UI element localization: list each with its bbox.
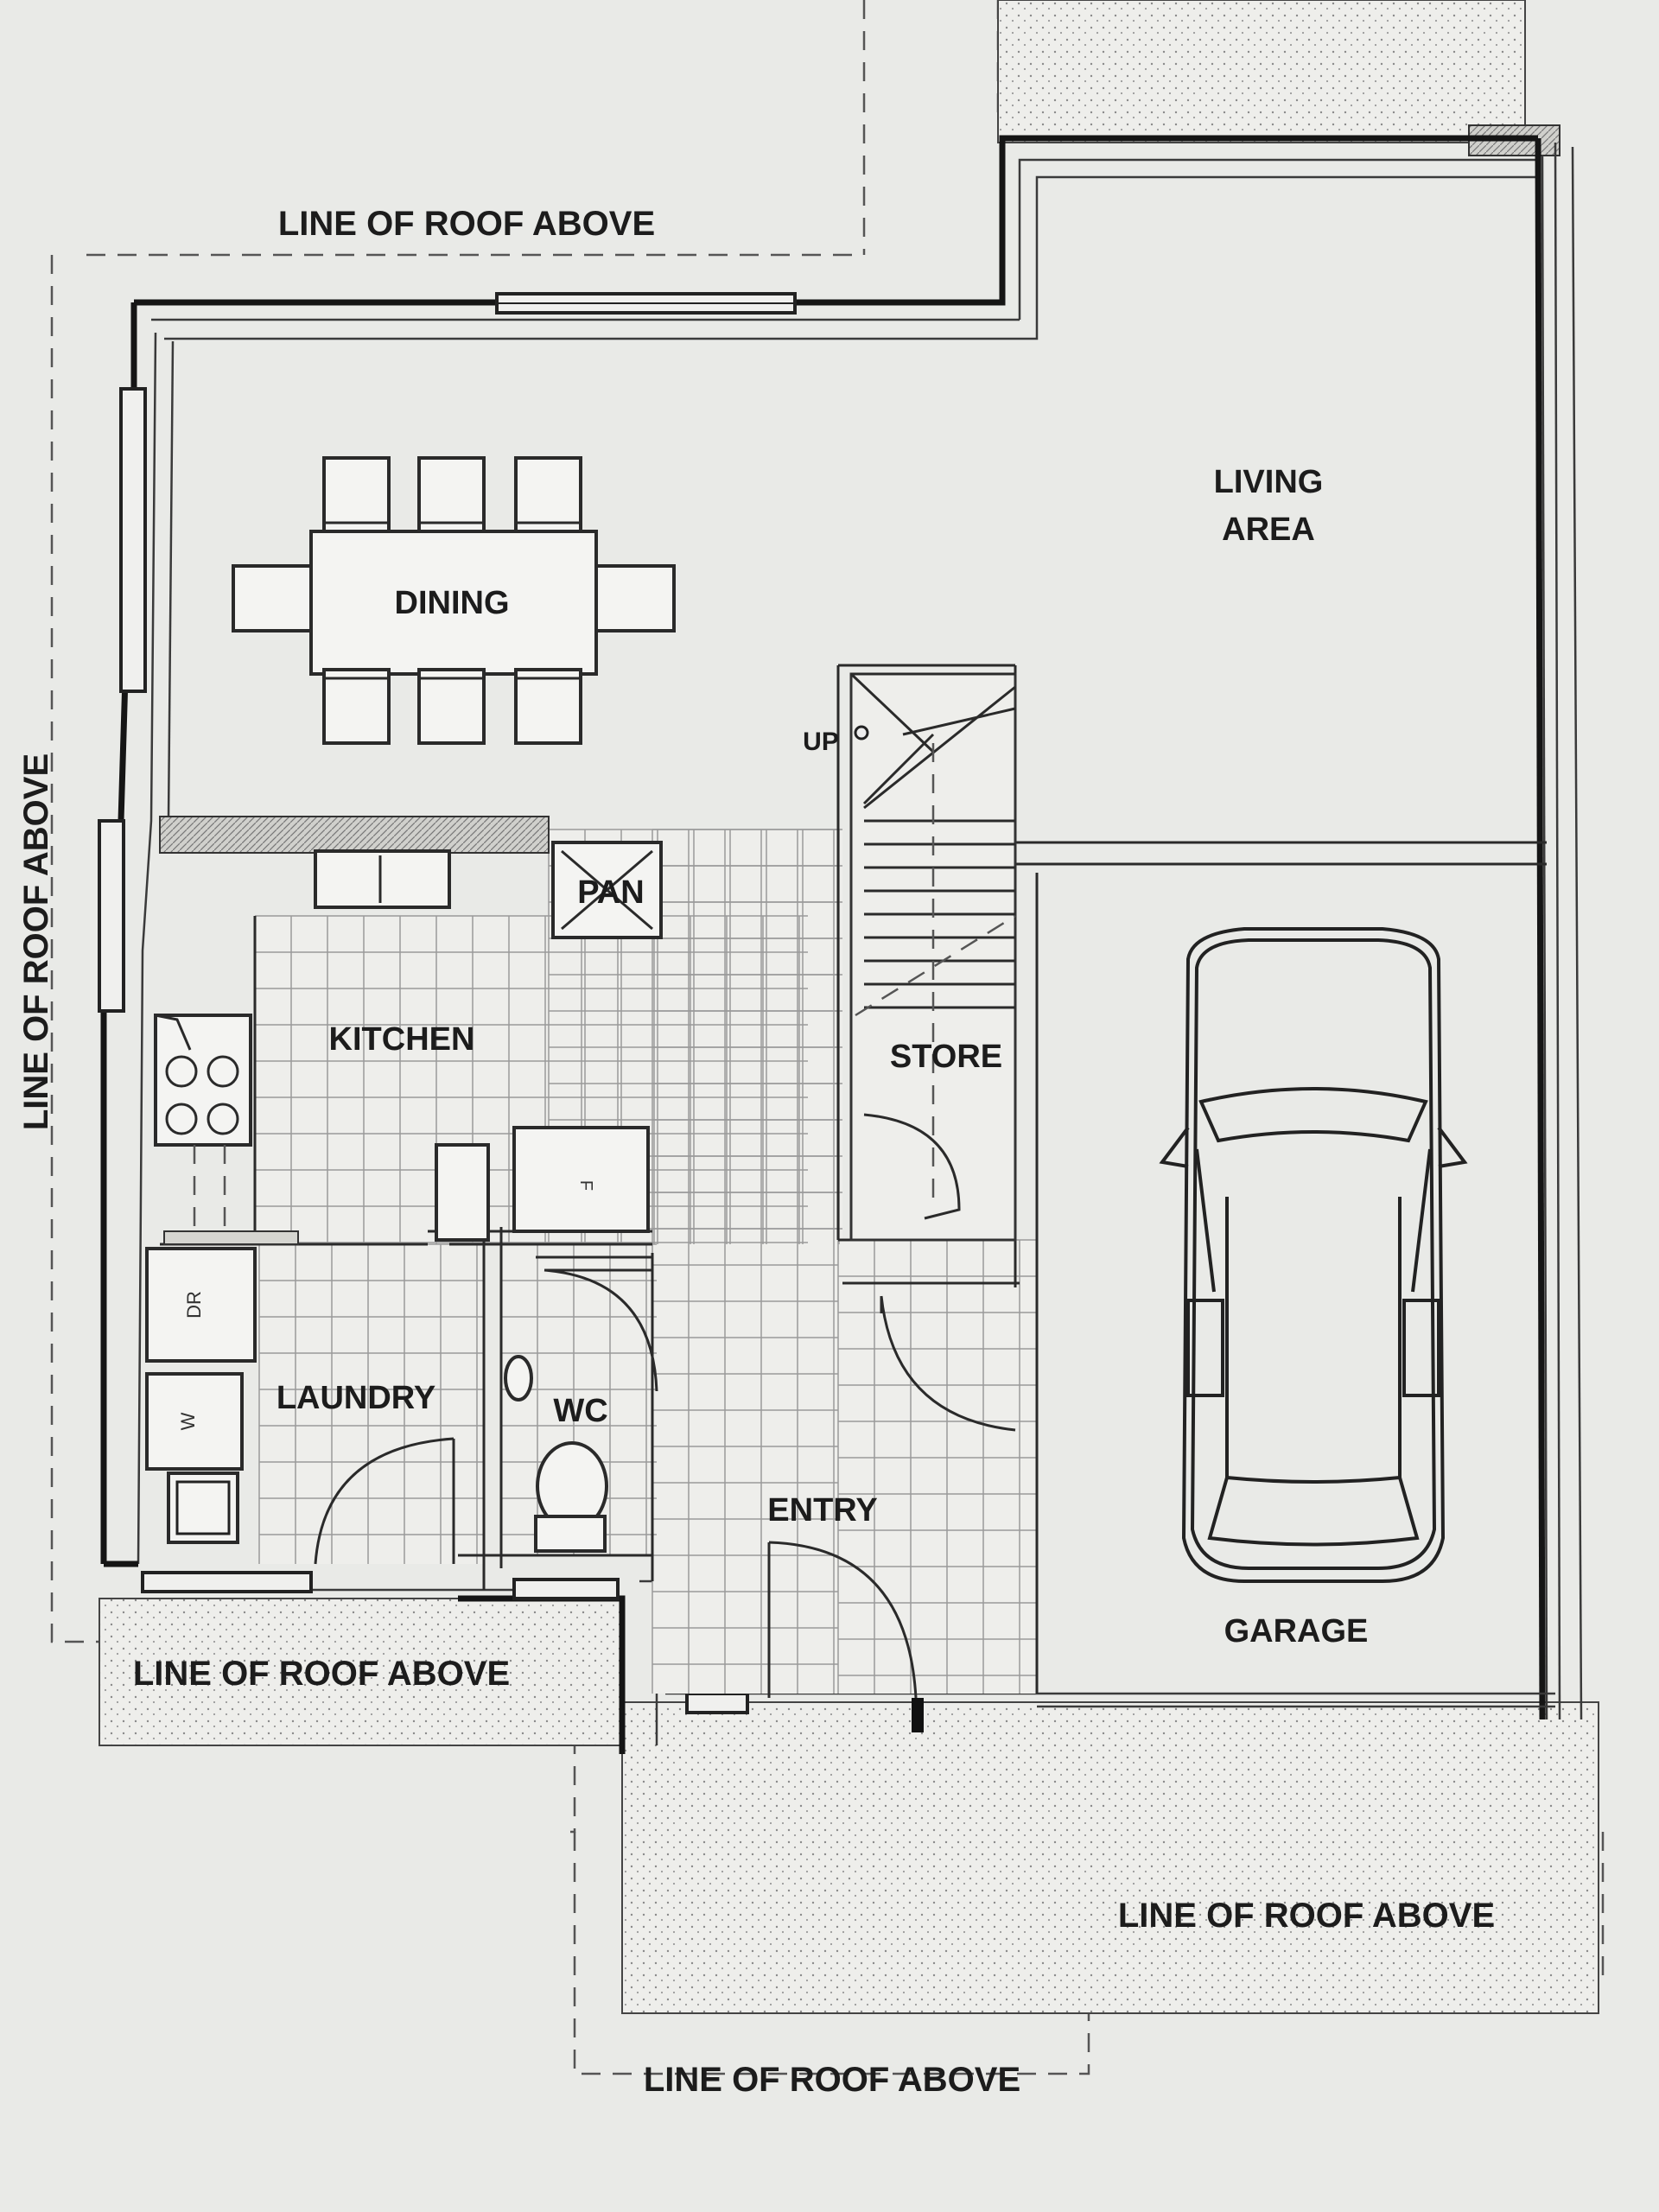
washer-label: W [177, 1412, 199, 1430]
stair-up-label: UP [803, 728, 839, 756]
appliance-labels: DR W F [177, 1180, 595, 1430]
living-area-label-line1: LIVING [1214, 464, 1324, 500]
dining-chair [594, 564, 676, 632]
car [1159, 927, 1468, 1583]
windows [98, 292, 797, 1714]
entry-label: ENTRY [767, 1492, 877, 1529]
living-area-label-line2: AREA [1222, 512, 1315, 548]
room-labels: LIVING AREA DINING KITCHEN PAN STORE UP … [276, 464, 1369, 1649]
tile-area [259, 1244, 484, 1564]
toilet [504, 1355, 608, 1553]
roof-label-lower-left: LINE OF ROOF ABOVE [133, 1655, 510, 1693]
roof-label-left: LINE OF ROOF ABOVE [17, 753, 55, 1130]
fridge-label: F [576, 1180, 595, 1191]
dining-chair [514, 456, 582, 533]
dining-label: DINING [395, 585, 510, 621]
dining-chair [232, 564, 313, 632]
pantry-label: PAN [577, 874, 644, 911]
roof-label-bottom: LINE OF ROOF ABOVE [644, 2061, 1020, 2099]
dining-chair [322, 456, 391, 533]
store-label: STORE [890, 1039, 1002, 1075]
kitchen-fittings [154, 841, 663, 1245]
dining-chair [322, 668, 391, 745]
dining-chair [417, 456, 486, 533]
doors [314, 1268, 1016, 1732]
tile-area [652, 830, 838, 1694]
staircase [849, 672, 1017, 1242]
dining-set [232, 456, 676, 745]
roof-label-lower-right: LINE OF ROOF ABOVE [1118, 1897, 1495, 1935]
dining-chair [514, 668, 582, 745]
roof-labels: LINE OF ROOF ABOVE LINE OF ROOF ABOVE LI… [17, 205, 1495, 2099]
wc-label: WC [553, 1393, 607, 1429]
garage-label: GARAGE [1224, 1613, 1369, 1649]
laundry-label: LAUNDRY [276, 1380, 435, 1416]
paving [99, 0, 1599, 2014]
dining-chair [417, 668, 486, 745]
dryer-label: DR [183, 1291, 205, 1319]
tile-area [838, 1240, 1037, 1694]
kitchen-label: KITCHEN [329, 1021, 475, 1058]
roof-label-top: LINE OF ROOF ABOVE [278, 205, 655, 243]
laundry-fittings [145, 1247, 257, 1544]
floor-tiles [254, 829, 1037, 1694]
